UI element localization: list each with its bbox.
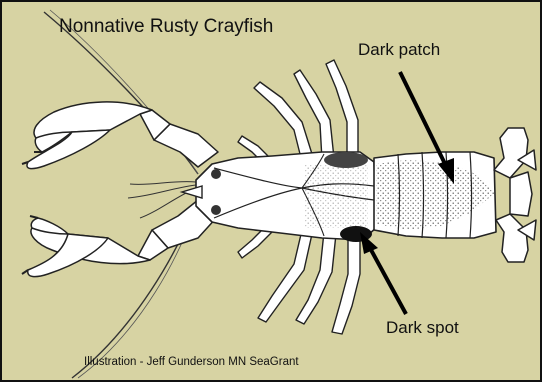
claw-upper — [22, 102, 218, 169]
dark-spot-label: Dark spot — [386, 318, 459, 338]
illustration-credit: Illustration - Jeff Gunderson MN SeaGran… — [84, 356, 299, 368]
abdomen — [374, 152, 496, 238]
dark-spot-upper — [324, 152, 368, 168]
tail-fan — [494, 128, 536, 262]
carapace — [182, 152, 376, 242]
claw-lower — [22, 200, 218, 277]
dark-patch-label: Dark patch — [358, 40, 440, 60]
dark-spot-arrow — [360, 232, 406, 314]
eye-lower-icon — [211, 205, 221, 215]
eye-upper-icon — [211, 169, 221, 179]
illustration-title: Nonnative Rusty Crayfish — [59, 16, 273, 38]
